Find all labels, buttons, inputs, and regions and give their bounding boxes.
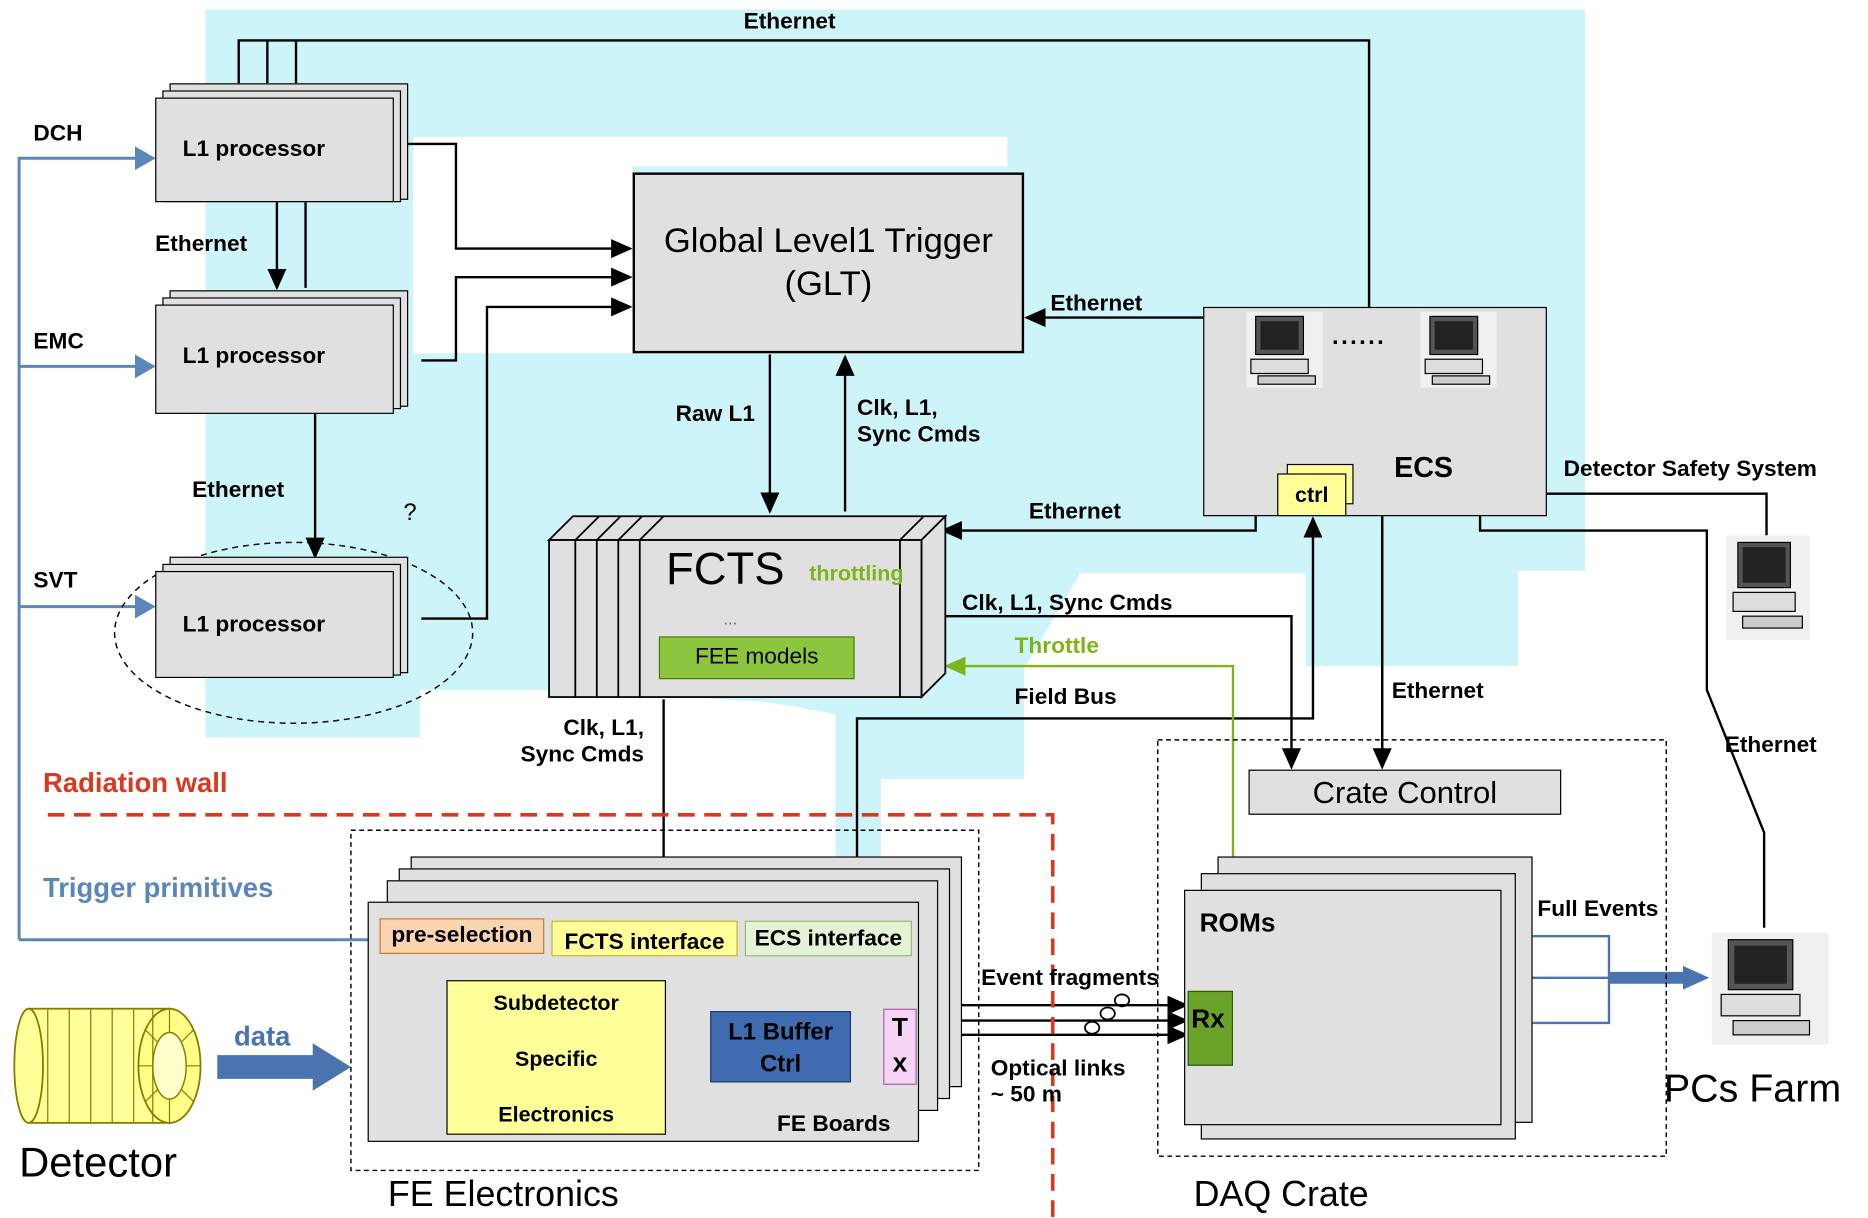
ethernet-label-crate: Ethernet xyxy=(1391,679,1484,705)
clk-l1-down-label: Clk, L1, Sync Cmds xyxy=(513,716,645,768)
ethernet-label-fcts: Ethernet xyxy=(1028,499,1121,525)
pcs-farm-label: PCs Farm xyxy=(1663,1065,1842,1110)
clk-l1-down-line2: Sync Cmds xyxy=(520,742,645,768)
ecs-interface-label: ECS interface xyxy=(754,926,903,952)
ethernet-label-farm: Ethernet xyxy=(1724,732,1817,758)
rx-label: Rx xyxy=(1191,1003,1225,1034)
fcts-dots: ... xyxy=(723,609,738,629)
ecs-dots: ...... xyxy=(1332,323,1387,350)
l1-processor-emc[interactable]: L1 processor xyxy=(155,304,394,414)
optical-links-label: Optical links ~ 50 m xyxy=(991,1056,1126,1108)
glt-box[interactable]: Global Level1 Trigger (GLT) xyxy=(632,172,1025,354)
fcts-interface-label: FCTS interface xyxy=(564,930,725,956)
ethernet-label-l1-svt: Ethernet xyxy=(192,478,285,504)
l1-processor-label: L1 processor xyxy=(182,136,326,162)
subdetector-line1: Subdetector xyxy=(493,990,619,1015)
svt-label: SVT xyxy=(33,568,78,594)
ethernet-label-glt: Ethernet xyxy=(1050,291,1143,317)
crate-control-box[interactable]: Crate Control xyxy=(1248,769,1562,815)
daq-crate-label: DAQ Crate xyxy=(1193,1175,1369,1215)
ethernet-label-l1: Ethernet xyxy=(155,231,248,257)
computer-icon[interactable] xyxy=(1725,535,1810,640)
crate-control-label: Crate Control xyxy=(1312,774,1498,811)
l1-buffer-box[interactable]: L1 Buffer Ctrl xyxy=(710,1011,852,1083)
l1-processor-label: L1 processor xyxy=(182,343,326,369)
glt-title-line1: Global Level1 Trigger xyxy=(663,222,993,261)
clk-l1-up-line1: Clk, L1, xyxy=(857,396,938,422)
fcts-title: FCTS xyxy=(666,544,785,595)
l1-processor-svt[interactable]: L1 processor xyxy=(155,570,394,679)
data-label: data xyxy=(233,1020,291,1052)
computer-icon[interactable] xyxy=(1246,311,1323,388)
throttle-label: Throttle xyxy=(1014,634,1099,659)
glt-title-line2: (GLT) xyxy=(784,265,873,304)
computer-icon[interactable] xyxy=(1420,311,1497,388)
l1-buffer-line2: Ctrl xyxy=(760,1051,802,1078)
pre-selection-box[interactable]: pre-selection xyxy=(379,918,545,954)
rx-box[interactable]: Rx xyxy=(1187,990,1233,1066)
tx-box[interactable]: T x xyxy=(883,1008,917,1085)
fcts-interface-box[interactable]: FCTS interface xyxy=(551,920,738,957)
ctrl-box[interactable]: ctrl xyxy=(1277,473,1347,517)
pre-selection-label: pre-selection xyxy=(391,923,533,949)
top-ethernet-label: Ethernet xyxy=(743,9,836,35)
detector-label: Detector xyxy=(19,1139,177,1186)
full-events-label: Full Events xyxy=(1537,896,1659,922)
subdetector-line2: Specific xyxy=(515,1046,598,1071)
fe-boards-label: FE Boards xyxy=(777,1112,891,1138)
ecs-label: ECS xyxy=(1394,452,1454,485)
clk-l1-up-label: Clk, L1, Sync Cmds xyxy=(857,396,981,448)
clk-l1-up-line2: Sync Cmds xyxy=(857,422,981,448)
fe-electronics-label: FE Electronics xyxy=(387,1175,619,1215)
dch-label: DCH xyxy=(33,121,83,147)
roms-label: ROMs xyxy=(1199,907,1276,938)
l1-buffer-line1: L1 Buffer xyxy=(728,1019,834,1046)
roms-box[interactable]: ROMs xyxy=(1184,889,1502,1126)
ctrl-label: ctrl xyxy=(1295,482,1329,507)
subdetector-line3: Electronics xyxy=(498,1102,615,1127)
fee-models-box[interactable]: FEE models xyxy=(658,636,855,680)
l1-processor-label: L1 processor xyxy=(182,612,326,638)
radiation-wall-label: Radiation wall xyxy=(42,767,228,799)
tx-line2: x xyxy=(892,1047,908,1078)
ecs-interface-box[interactable]: ECS interface xyxy=(744,920,912,957)
glt-title: Global Level1 Trigger (GLT) xyxy=(635,220,1022,306)
l1-processor-dch[interactable]: L1 processor xyxy=(155,97,394,203)
question-mark: ? xyxy=(403,499,417,526)
event-fragments-label: Event fragments xyxy=(981,965,1159,991)
computer-icon[interactable] xyxy=(1711,932,1829,1045)
clk-l1-right-label: Clk, L1, Sync Cmds xyxy=(962,591,1173,617)
clk-l1-down-line1: Clk, L1, xyxy=(563,716,645,742)
emc-label: EMC xyxy=(33,329,84,355)
optical-links-line1: Optical links xyxy=(990,1056,1126,1082)
throttling-label: throttling xyxy=(809,561,904,586)
field-bus-label: Field Bus xyxy=(1014,685,1117,711)
tx-line1: T xyxy=(891,1012,908,1043)
fee-models-label: FEE models xyxy=(694,644,819,670)
raw-l1-label: Raw L1 xyxy=(675,402,755,428)
detector-safety-label: Detector Safety System xyxy=(1563,456,1817,482)
optical-links-line2: ~ 50 m xyxy=(990,1082,1062,1108)
trigger-primitives-label: Trigger primitives xyxy=(42,871,274,903)
detector-icon[interactable] xyxy=(12,1002,203,1133)
subdetector-box[interactable]: Subdetector Specific Electronics xyxy=(446,980,667,1135)
